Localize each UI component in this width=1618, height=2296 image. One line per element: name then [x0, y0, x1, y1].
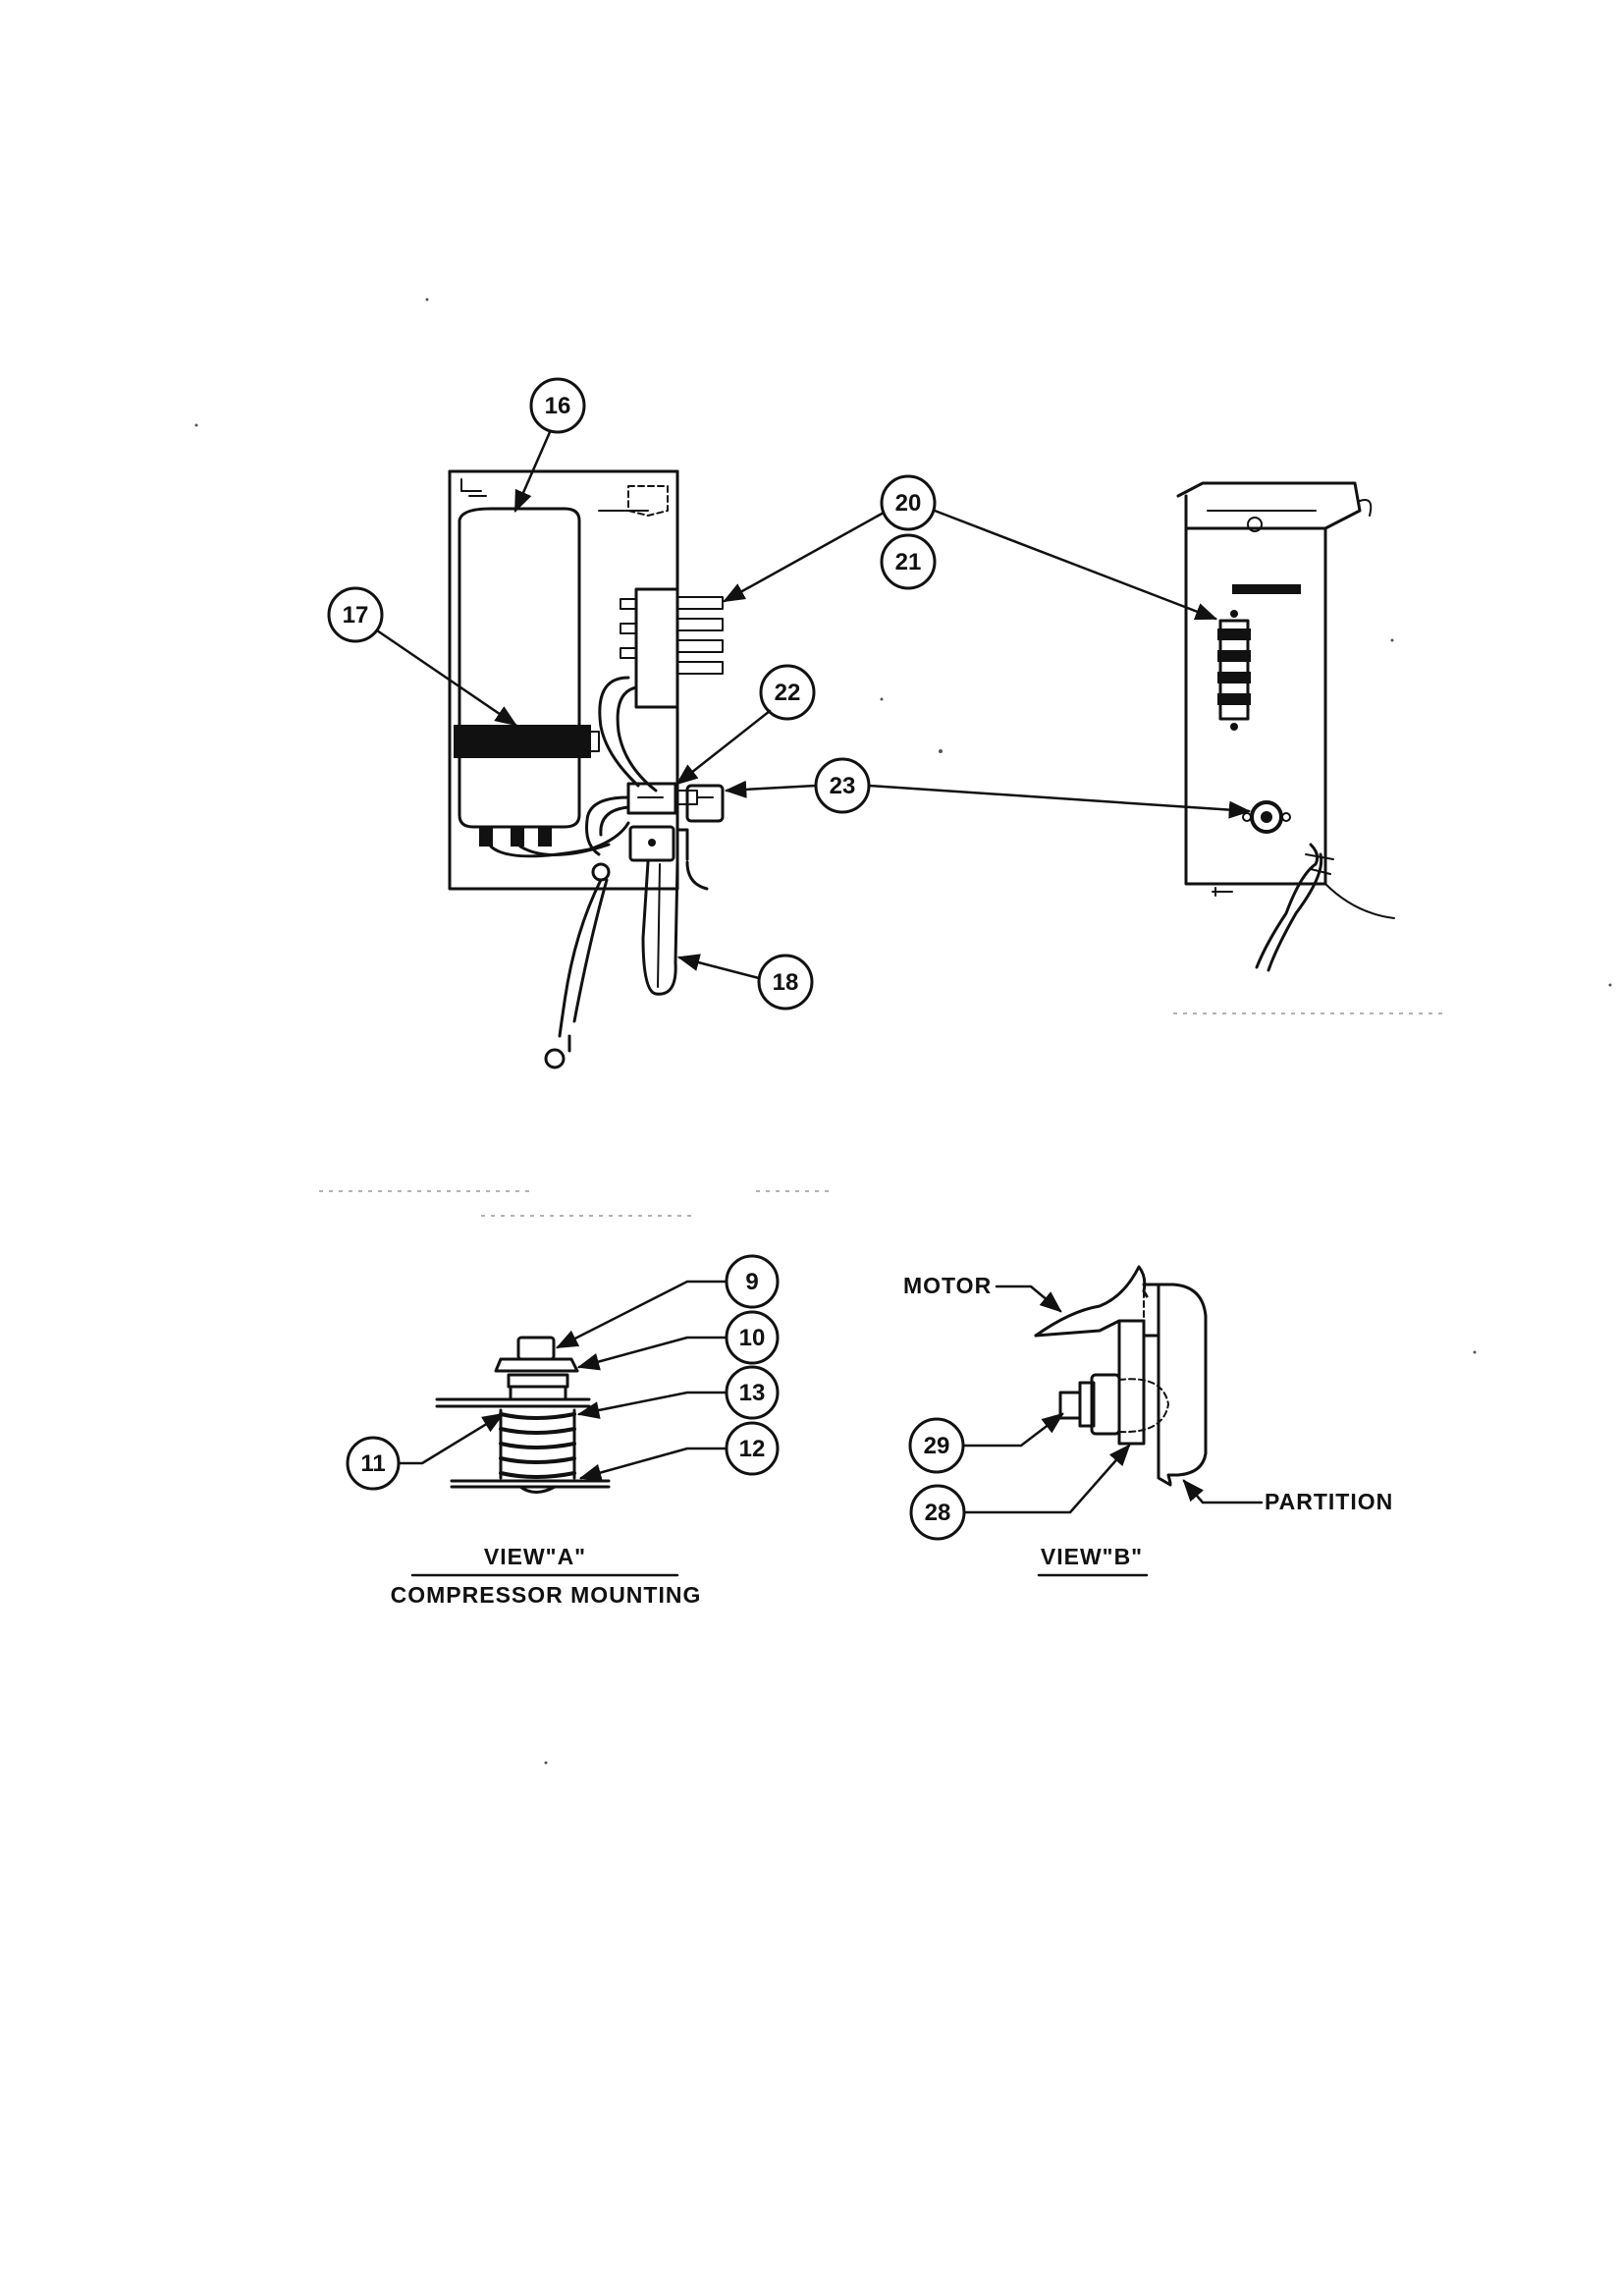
callout-18: 18 — [676, 954, 814, 1011]
capacitor — [454, 507, 600, 829]
terminal-block-20 — [620, 587, 724, 709]
svg-text:23: 23 — [830, 773, 856, 799]
overload-23 — [685, 784, 725, 823]
callout-29: 29 — [908, 1412, 1064, 1474]
svg-text:9: 9 — [745, 1269, 758, 1295]
partition-text: PARTITION — [1265, 1489, 1393, 1514]
motor-label: MOTOR — [903, 1273, 1062, 1313]
spring — [499, 1408, 576, 1480]
power-cord-18 — [641, 860, 709, 996]
view-a-title: VIEW"A" — [484, 1544, 586, 1569]
view-b-motor-partition — [1034, 1265, 1208, 1487]
callout-11: 11 — [346, 1412, 505, 1491]
svg-text:18: 18 — [773, 969, 799, 996]
ground-wire — [544, 862, 611, 1069]
callout-28: 28 — [909, 1444, 1131, 1541]
svg-text:12: 12 — [739, 1436, 766, 1462]
svg-text:22: 22 — [775, 680, 801, 706]
terminal-strip — [1217, 610, 1251, 731]
svg-text:28: 28 — [925, 1500, 951, 1526]
svg-text:21: 21 — [895, 549, 922, 575]
callout-16: 16 — [513, 377, 586, 514]
callout-9: 9 — [555, 1254, 780, 1349]
control-box-side-view — [1176, 481, 1395, 972]
faint-scan-line — [319, 1012, 1443, 1217]
svg-text:16: 16 — [545, 393, 571, 419]
cord-clamp — [628, 825, 689, 862]
callout-12: 12 — [578, 1421, 780, 1482]
view-b-title: VIEW"B" — [1041, 1544, 1143, 1569]
svg-text:20: 20 — [895, 490, 922, 517]
callout-22: 22 — [675, 664, 816, 786]
view-a-caption: VIEW"A" COMPRESSOR MOUNTING — [391, 1544, 702, 1608]
wiring-harness — [585, 676, 658, 856]
callout-21: 21 — [880, 533, 937, 590]
scan-specks — [194, 298, 1612, 1765]
callout-13: 13 — [576, 1365, 780, 1420]
partition-label: PARTITION — [1182, 1479, 1393, 1514]
view-a-subtitle: COMPRESSOR MOUNTING — [391, 1582, 702, 1608]
thermostat-knob — [1242, 800, 1291, 834]
svg-text:10: 10 — [739, 1325, 766, 1351]
svg-text:13: 13 — [739, 1380, 766, 1406]
callout-23: 23 — [724, 757, 1252, 819]
svg-text:17: 17 — [343, 602, 369, 629]
view-a-compressor-mounting — [435, 1336, 611, 1494]
control-box-front-view — [448, 469, 725, 1069]
capacitor-terminals — [479, 821, 630, 858]
callout-20: 20 — [723, 474, 1218, 621]
callout-10: 10 — [576, 1310, 780, 1371]
callout-17: 17 — [327, 586, 517, 727]
view-b-caption: VIEW"B" — [1037, 1544, 1149, 1577]
motor-text: MOTOR — [903, 1273, 992, 1298]
svg-text:29: 29 — [924, 1433, 950, 1459]
svg-text:11: 11 — [360, 1450, 385, 1477]
